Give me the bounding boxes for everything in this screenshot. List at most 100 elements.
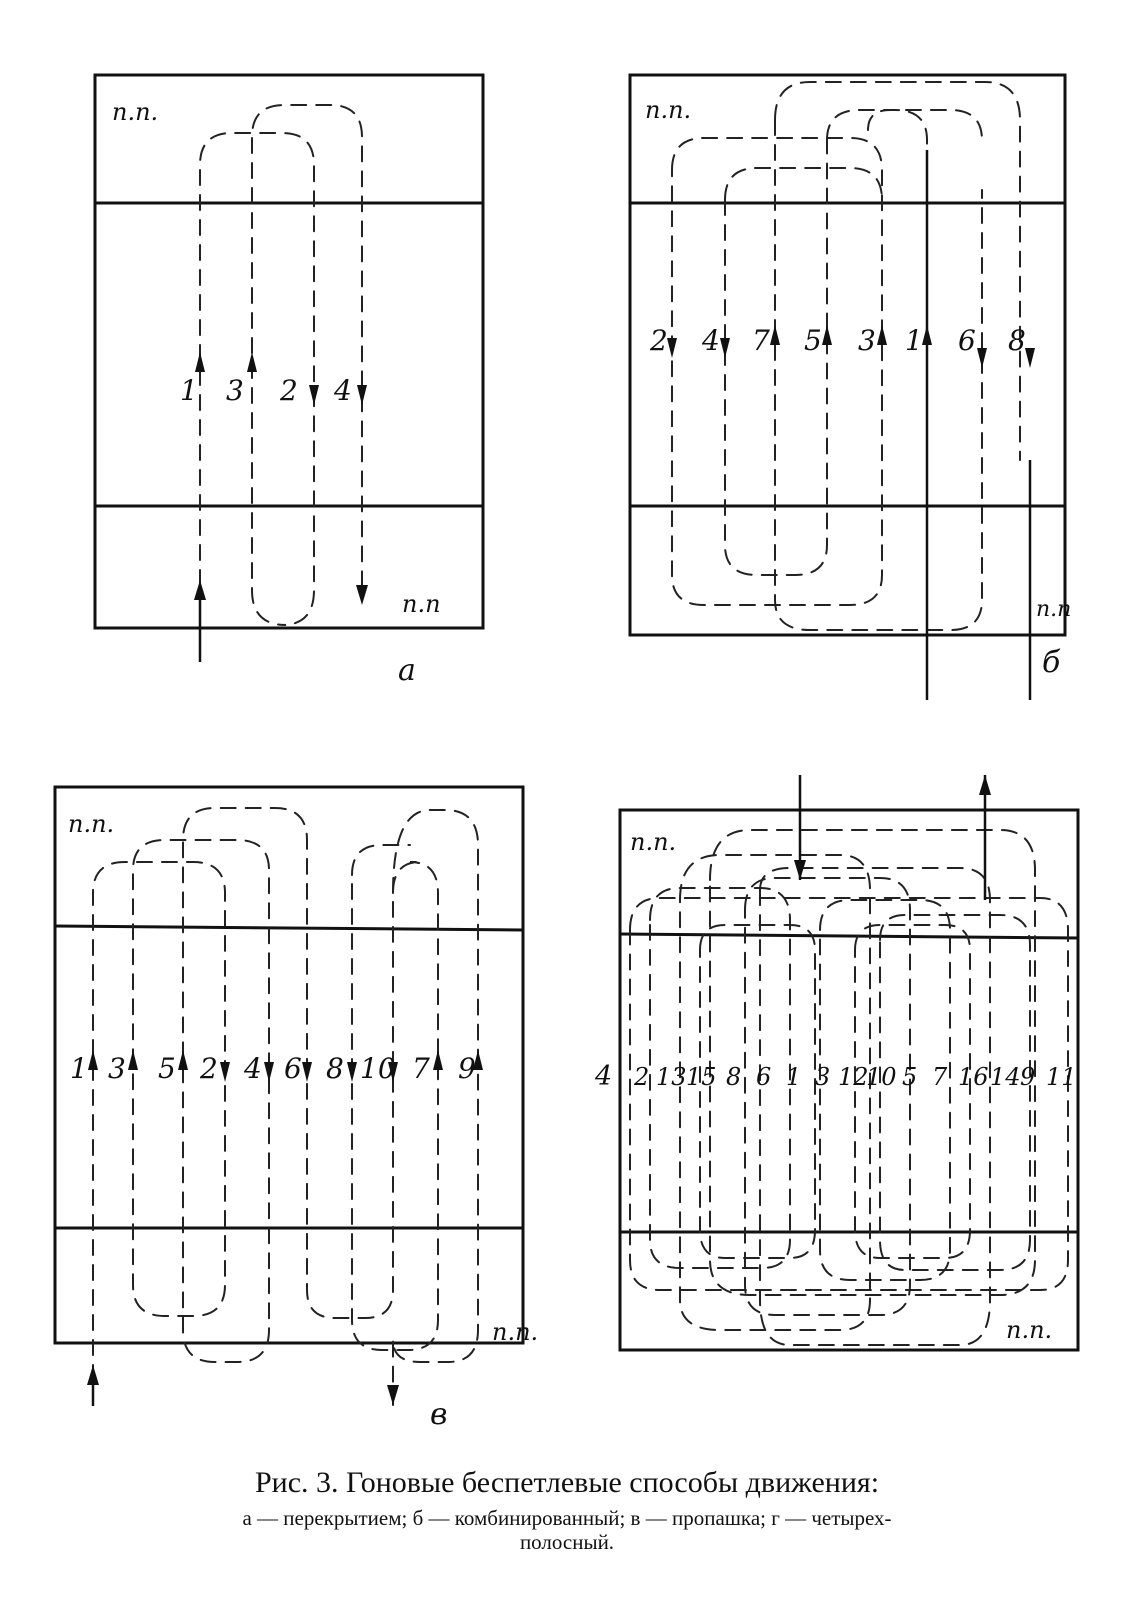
pass-number: 5 xyxy=(902,1063,917,1091)
direction-arrow-up xyxy=(473,1050,483,1070)
headland-label-bottom: п.п xyxy=(1036,597,1071,622)
figure-caption-title: Рис. 3. Гоновые беспетлевые способы движ… xyxy=(254,1466,880,1499)
panel-letter: б xyxy=(1042,645,1061,680)
pass-loop xyxy=(826,109,928,151)
pass-loop xyxy=(744,877,911,1316)
pass-number: 4 xyxy=(594,1061,612,1092)
pass-number: 7 xyxy=(412,1052,430,1085)
pass-number: 2 xyxy=(649,324,668,357)
headland-label-bottom: п.п xyxy=(402,590,441,618)
caption-legend-line: полосный. xyxy=(519,1530,615,1554)
pass-number: 7 xyxy=(752,324,770,357)
field-frame xyxy=(618,808,1080,1352)
pass-loop xyxy=(879,914,1031,1271)
direction-arrow-down xyxy=(977,348,987,368)
pass-number: 3 xyxy=(108,1052,126,1085)
pass-number: 1 xyxy=(70,1052,88,1085)
pass-number: 4 xyxy=(333,374,352,407)
pass-number: 2 xyxy=(279,374,298,407)
pass-number: 9 xyxy=(1020,1063,1035,1091)
pass-loop xyxy=(867,109,983,141)
pass-loop xyxy=(709,829,1036,1296)
pass-loop xyxy=(92,807,439,1406)
pass-number: 11 xyxy=(1046,1063,1077,1091)
panel-letter: а xyxy=(398,653,416,688)
pass-loop xyxy=(759,867,991,1346)
pass-number: 8 xyxy=(326,1052,344,1085)
headland-label-bottom: п.п. xyxy=(1006,1316,1052,1344)
pass-number: 6 xyxy=(958,324,976,357)
entry-arrowhead xyxy=(794,860,806,880)
pass-number: 5 xyxy=(158,1052,176,1085)
field-frame xyxy=(93,73,485,630)
pass-number: 4 xyxy=(701,324,720,357)
direction-arrow-up xyxy=(195,352,205,372)
headland-label-top: п.п. xyxy=(645,96,691,124)
panel-b: п.п. п.п 2 4 7 5 3 1 6 8 б xyxy=(628,73,1071,700)
pass-loop xyxy=(671,137,883,606)
pass-number: 2 xyxy=(633,1063,649,1091)
pass-number: 6 xyxy=(284,1052,302,1085)
pass-number: 16 xyxy=(958,1063,989,1091)
pass-loop xyxy=(774,81,1021,461)
pass-loop xyxy=(351,844,411,876)
pass-number: 3 xyxy=(226,374,244,407)
direction-arrow-down xyxy=(1025,348,1035,368)
headland-label-top: п.п. xyxy=(112,98,158,126)
pass-loop xyxy=(629,897,1069,1291)
headland-label-bottom: п.п. xyxy=(492,1318,538,1346)
direction-arrow-up xyxy=(88,1050,98,1070)
pass-number: 1 xyxy=(905,324,923,357)
pass-loop xyxy=(199,104,363,661)
pass-number: 10 xyxy=(866,1063,897,1091)
pass-loop xyxy=(819,899,951,1281)
headland-line-top xyxy=(54,924,524,932)
panel-g: п.п. п.п. 4 2 13 15 8 6 1 3 12 10 5 7 16… xyxy=(594,775,1080,1352)
figure-caption-legend: а — перекрытием; б — комбинированный; в … xyxy=(0,1506,1134,1554)
pass-loop xyxy=(854,924,971,1259)
exit-arrowhead xyxy=(387,1385,399,1405)
direction-arrow-down xyxy=(309,385,319,405)
pass-number: 3 xyxy=(858,324,876,357)
pass-number: 8 xyxy=(1008,324,1026,357)
pass-number: 6 xyxy=(756,1063,771,1091)
field-frame xyxy=(53,785,525,1345)
entry-arrowhead xyxy=(194,580,206,600)
pass-number: 10 xyxy=(360,1052,396,1085)
pass-number: 7 xyxy=(932,1063,948,1091)
pass-number: 1 xyxy=(180,374,198,407)
pass-number: 2 xyxy=(199,1052,218,1085)
pass-number: 14 xyxy=(990,1063,1021,1091)
panel-letter: в xyxy=(430,1397,447,1432)
direction-arrow-down xyxy=(347,1062,357,1082)
direction-arrow-up xyxy=(822,325,832,345)
headland-line-top xyxy=(619,932,1079,940)
direction-arrow-up xyxy=(128,1050,138,1070)
panel-a: п.п. п.п 1 3 2 4 а xyxy=(93,73,485,688)
direction-arrow-up xyxy=(247,352,257,372)
pass-number: 3 xyxy=(815,1063,830,1091)
pass-loop xyxy=(649,887,791,1269)
pass-number: 4 xyxy=(243,1052,262,1085)
pass-loop xyxy=(392,809,479,1406)
pass-number: 1 xyxy=(786,1063,801,1091)
pass-number: 8 xyxy=(726,1063,741,1091)
direction-arrow-up xyxy=(178,1050,188,1070)
direction-arrow-down xyxy=(388,1062,398,1082)
pass-number: 12 xyxy=(838,1063,869,1091)
pass-loop xyxy=(724,167,883,201)
panel-v: п.п. п.п. 1 3 5 2 4 6 8 10 7 9 в xyxy=(53,785,538,1432)
pass-loop xyxy=(679,854,871,1331)
exit-arrowhead xyxy=(979,775,991,795)
direction-arrow-down xyxy=(264,1062,274,1082)
headland-label-top: п.п. xyxy=(630,828,676,856)
exit-arrowhead xyxy=(356,585,368,605)
direction-arrow-down xyxy=(667,338,677,358)
pass-loop xyxy=(699,924,816,1259)
direction-arrow-down xyxy=(220,1062,230,1082)
figure-diagram: п.п. п.п 1 3 2 4 а п.п. п.п 2 4 7 5 3 xyxy=(53,73,1080,1432)
pass-number: 15 xyxy=(686,1063,717,1091)
caption-legend-line: а — перекрытием; б — комбинированный; в … xyxy=(242,1506,892,1530)
direction-arrow-up xyxy=(922,325,932,345)
pass-number: 13 xyxy=(656,1063,687,1091)
